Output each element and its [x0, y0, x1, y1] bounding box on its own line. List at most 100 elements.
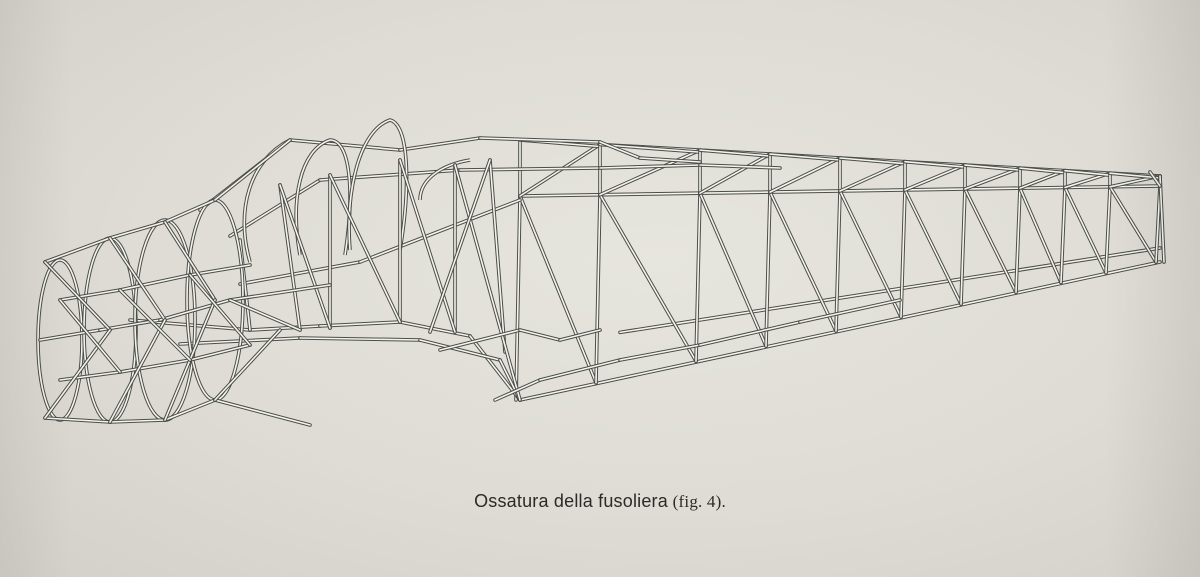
frame-tube — [699, 321, 801, 346]
frame-tube — [229, 299, 301, 331]
frame-tube — [279, 184, 331, 329]
frame-tube — [44, 237, 111, 263]
frame-tube — [1105, 185, 1111, 274]
frame-tube — [699, 164, 781, 169]
figure-caption: Ossatura della fusoliera (fig. 4). — [0, 491, 1200, 512]
frame-tube — [399, 159, 456, 333]
frame-tube — [519, 195, 597, 384]
frame-tube — [59, 289, 121, 301]
frame-tube — [119, 359, 191, 373]
frame-tube — [44, 261, 111, 331]
frame-tube — [289, 139, 401, 151]
frame-tube — [599, 149, 701, 196]
frame-tube — [539, 359, 621, 381]
frame-tube — [599, 143, 701, 153]
frame-tube — [39, 329, 101, 341]
frame-tube — [489, 159, 506, 353]
frame-tube — [769, 191, 837, 332]
frame-tube — [1064, 186, 1107, 274]
frame-tube — [1064, 169, 1111, 176]
frame-tube — [599, 193, 697, 362]
frame-tube — [765, 191, 771, 347]
frame-tube — [519, 261, 1161, 401]
frame-tube — [904, 189, 962, 305]
frame-tube — [519, 329, 561, 341]
frame-tube — [904, 160, 966, 168]
frame-tube — [839, 160, 906, 192]
frame-tube — [964, 167, 1021, 190]
frame-tube — [429, 159, 491, 333]
frame-tube — [459, 167, 601, 171]
frame-tube — [769, 157, 841, 193]
frame-tube — [904, 164, 966, 191]
frame-tube — [299, 337, 421, 341]
frame-tube — [189, 344, 251, 361]
frame-tube — [109, 419, 166, 423]
frame-tube — [319, 321, 401, 327]
frame-tube — [799, 299, 901, 323]
frame-tube — [399, 321, 471, 337]
frame-tube — [44, 417, 111, 423]
frame-tube — [439, 329, 521, 351]
frame-tube — [1159, 175, 1165, 263]
frame-tube — [479, 137, 601, 143]
frame-tube — [599, 164, 701, 169]
frame-tube — [595, 193, 601, 384]
frame-hoop — [348, 119, 408, 251]
frame-tube — [109, 221, 166, 239]
frame-tube — [239, 261, 361, 285]
frame-tube — [1019, 187, 1062, 284]
frame-tube — [639, 157, 701, 163]
frame-tube — [964, 188, 1017, 293]
frame-tube — [960, 188, 966, 305]
frame-tube — [515, 195, 521, 401]
frame-tube — [329, 174, 401, 323]
frame-tube — [59, 371, 121, 381]
frame-tube — [214, 139, 291, 201]
frame-tube — [559, 329, 601, 341]
frame-tube — [469, 335, 521, 401]
frame-hoop — [419, 159, 471, 201]
frame-tube — [599, 141, 641, 159]
frame-tube — [835, 190, 841, 332]
frame-tube — [164, 199, 216, 223]
frame-tube — [164, 221, 216, 301]
frame-tube — [695, 192, 701, 362]
frame-tube — [619, 344, 701, 361]
frame-tube — [164, 399, 216, 421]
frame-tube — [1060, 186, 1066, 284]
frame-tube — [699, 192, 767, 347]
frame-tube — [1109, 185, 1157, 263]
frame-tube — [419, 339, 501, 361]
caption-title: Ossatura della fusoliera — [474, 491, 668, 511]
frame-tube — [900, 189, 906, 318]
frame-tube — [1015, 187, 1021, 293]
frame-tube — [189, 274, 251, 346]
frame-tube — [1019, 167, 1066, 174]
frame-tube — [454, 164, 521, 401]
frame-tube — [59, 299, 121, 373]
frame-tube — [109, 237, 166, 321]
frame-tube — [769, 153, 841, 161]
frame-tube — [159, 299, 231, 321]
frame-tube — [119, 274, 191, 291]
fuselage-truss-structure — [36, 118, 1166, 427]
fuselage-frame-illustration — [36, 118, 1166, 427]
frame-tube — [699, 149, 771, 157]
frame-tube — [279, 184, 301, 331]
frame-tube — [119, 289, 191, 361]
frame-tube — [229, 284, 331, 301]
frame-tube — [214, 329, 281, 401]
frame-tube — [964, 164, 1021, 171]
frame-tube — [1149, 171, 1161, 187]
frame-tube — [399, 137, 481, 151]
caption-figure-reference: (fig. 4). — [672, 492, 726, 511]
frame-tube — [699, 153, 771, 194]
frame-tube — [109, 319, 166, 423]
frame-tube — [839, 190, 902, 318]
frame-tube — [249, 325, 321, 331]
frame-tube — [494, 379, 541, 401]
frame-tube — [839, 157, 906, 165]
frame-tube — [214, 399, 311, 426]
